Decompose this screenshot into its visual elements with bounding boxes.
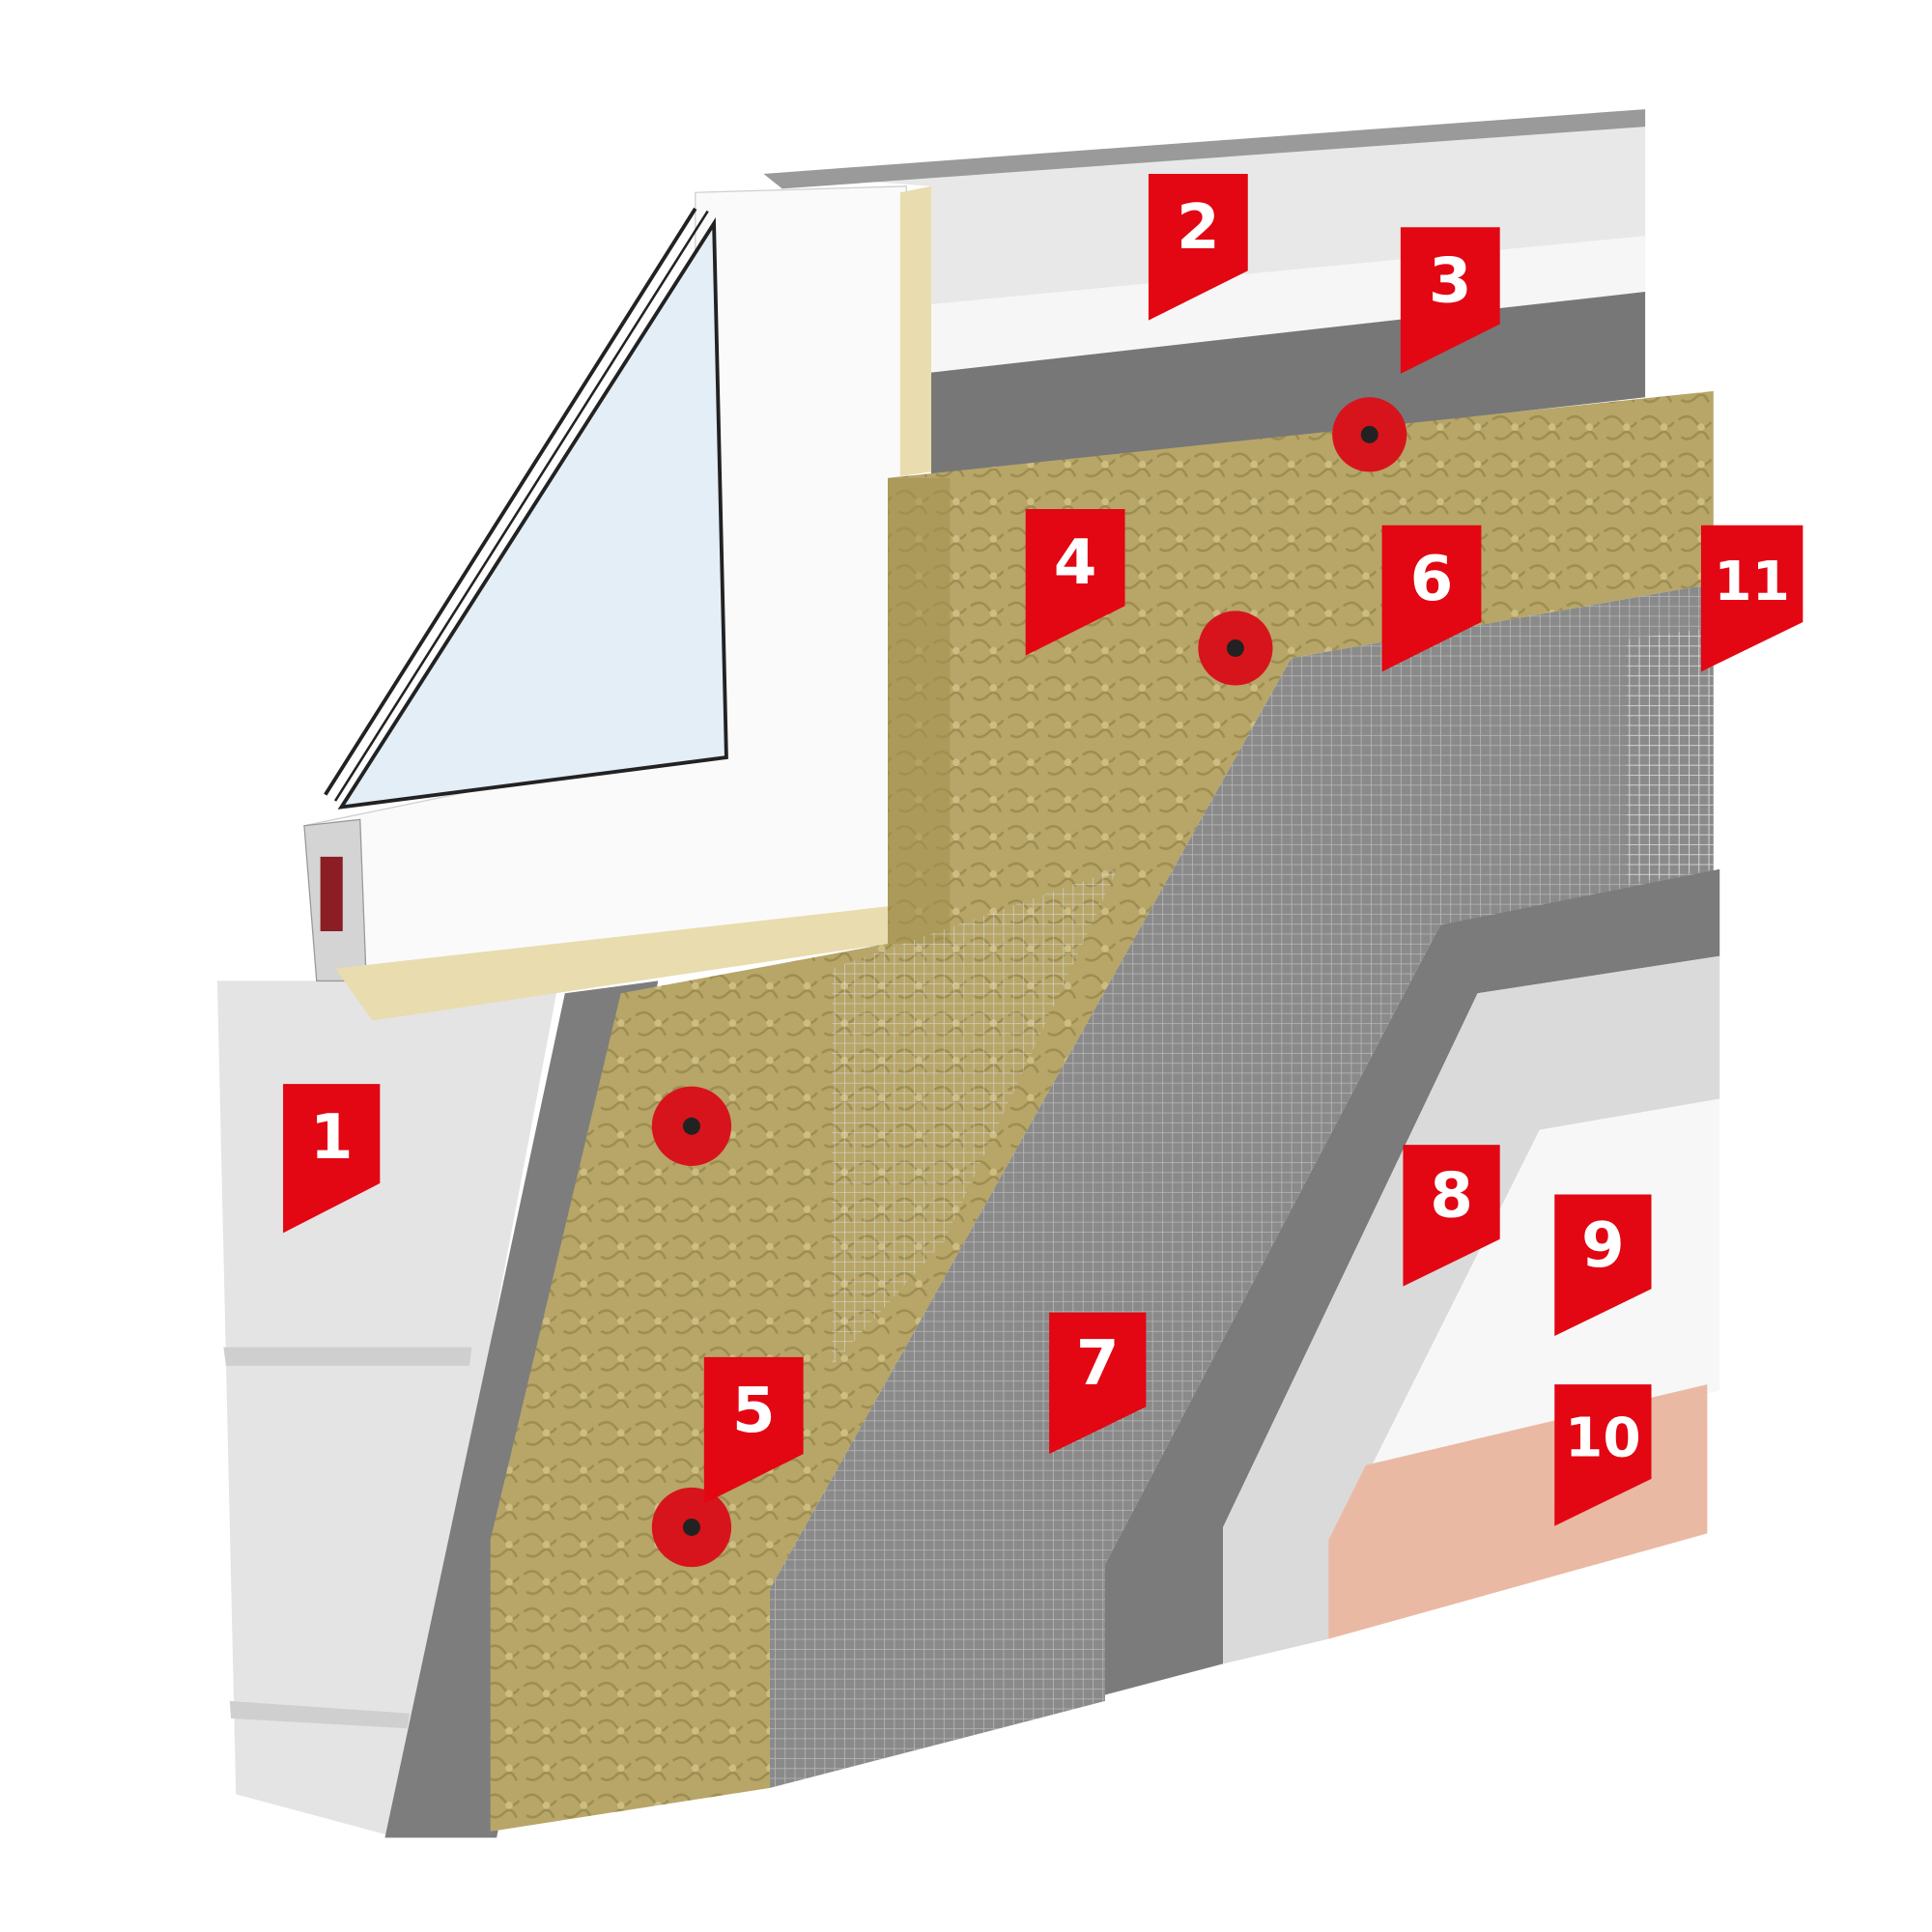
label-1: 1 (283, 1084, 381, 1234)
second-base-coat (1104, 868, 1720, 1695)
svg-text:9: 9 (1581, 1209, 1625, 1282)
svg-text:4: 4 (1054, 526, 1097, 599)
svg-text:5: 5 (732, 1375, 776, 1447)
svg-text:3: 3 (1429, 244, 1472, 317)
label-2: 2 (1148, 173, 1248, 321)
svg-text:8: 8 (1430, 1160, 1473, 1233)
svg-text:6: 6 (1410, 543, 1454, 615)
svg-text:11: 11 (1714, 551, 1790, 613)
svg-text:7: 7 (1076, 1327, 1120, 1400)
svg-text:2: 2 (1177, 191, 1220, 264)
insulation-edge-shade (888, 477, 951, 944)
layer-labels: 1 2 3 4 5 6 7 8 9 10 11 (283, 173, 1804, 1526)
label-10: 10 (1554, 1384, 1652, 1526)
svg-text:10: 10 (1565, 1407, 1641, 1470)
label-3: 3 (1400, 227, 1500, 374)
dowel-icon (651, 1487, 732, 1568)
label-9: 9 (1554, 1194, 1652, 1337)
svg-text:1: 1 (310, 1101, 354, 1174)
dowel-icon (651, 1086, 732, 1166)
primer-layer (1223, 955, 1720, 1664)
label-5: 5 (703, 1356, 804, 1504)
dowel-icon (1198, 611, 1273, 686)
fixing-dowels (651, 397, 1407, 1568)
dowel-icon (1332, 397, 1407, 472)
label-8: 8 (1403, 1145, 1500, 1287)
window (303, 185, 932, 1021)
label-4: 4 (1025, 508, 1125, 656)
base-coat-with-mesh (769, 583, 1714, 1788)
label-11: 11 (1700, 525, 1804, 672)
mineral-wool-insulation (490, 390, 1714, 1832)
reinforcing-mesh (1626, 627, 1714, 885)
label-6: 6 (1381, 525, 1482, 672)
label-7: 7 (1049, 1312, 1147, 1455)
